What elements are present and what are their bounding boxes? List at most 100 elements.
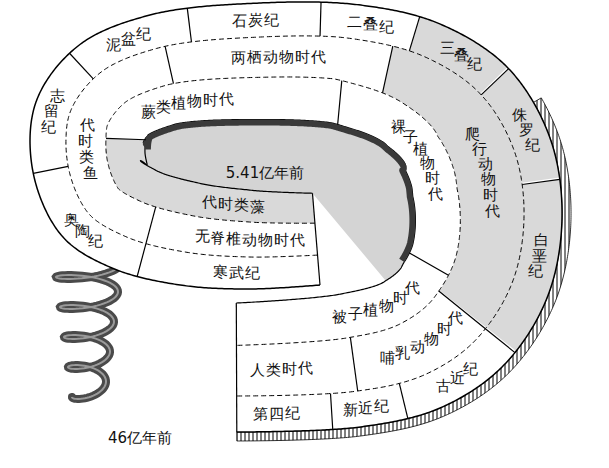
segment-divider bbox=[165, 46, 173, 83]
animal-age-segment: 爬行动物时代 bbox=[463, 124, 503, 221]
text-glyph: 代 bbox=[311, 49, 326, 64]
text-glyph: 纪 bbox=[285, 406, 300, 421]
text-glyph: 新 bbox=[343, 403, 358, 418]
period-segment: 奥陶纪 bbox=[61, 210, 105, 251]
segment-divider bbox=[481, 69, 508, 95]
segment-divider bbox=[399, 383, 408, 418]
text-glyph: 纪 bbox=[264, 12, 279, 27]
text-glyph: 留 bbox=[44, 104, 59, 119]
text-glyph: 盆 bbox=[121, 32, 136, 47]
text-glyph: 炭 bbox=[248, 13, 263, 28]
text-glyph: 行 bbox=[472, 141, 487, 156]
text-glyph: 四 bbox=[269, 406, 284, 421]
segment-divider bbox=[146, 207, 156, 244]
text-glyph: 物 bbox=[258, 232, 273, 247]
segment-divider bbox=[331, 394, 333, 430]
text-glyph: 近 bbox=[358, 400, 373, 415]
text-glyph: 植 bbox=[171, 96, 186, 111]
period-segment: 寒武纪 bbox=[210, 262, 262, 283]
text-glyph: 陶 bbox=[75, 224, 90, 239]
segment-divider bbox=[33, 166, 68, 173]
text-glyph: 动 bbox=[242, 232, 257, 247]
text-glyph: 时 bbox=[295, 49, 310, 64]
period-segment: 泥盆纪 bbox=[104, 24, 154, 55]
band-text: 藻类时代 bbox=[200, 192, 268, 217]
plant-age-segment: 裸子植物时代 bbox=[388, 117, 445, 205]
text-glyph: 叠 bbox=[454, 48, 469, 63]
text-glyph: 藻 bbox=[250, 199, 265, 214]
band-text: 无脊椎动物时代 bbox=[192, 226, 308, 250]
period-segment: 新近纪 bbox=[340, 396, 392, 421]
text-glyph: 纪 bbox=[379, 19, 394, 34]
text-glyph: 动 bbox=[410, 339, 425, 354]
text-glyph: 代 bbox=[298, 361, 313, 376]
segment-divider bbox=[236, 303, 238, 432]
band-text: 哺乳动物时代 bbox=[377, 308, 465, 368]
text-glyph: 时 bbox=[483, 188, 498, 203]
animal-age-segment: 两栖动物时代 bbox=[229, 47, 329, 68]
text-glyph: 时 bbox=[274, 232, 289, 247]
text-glyph: 叠 bbox=[363, 16, 378, 31]
band-fill bbox=[236, 337, 357, 396]
animal-age-segment: 无脊椎动物时代 bbox=[192, 226, 308, 250]
segment-divider bbox=[187, 8, 191, 42]
text-glyph: 罗 bbox=[519, 122, 534, 137]
band-text: 石炭纪 bbox=[230, 10, 282, 31]
segment-divider bbox=[338, 81, 342, 125]
text-glyph: 垩 bbox=[532, 248, 547, 263]
band-text: 第四纪 bbox=[250, 403, 302, 424]
text-glyph: 代 bbox=[290, 232, 305, 247]
band-fill bbox=[106, 138, 315, 223]
text-glyph: 纪 bbox=[245, 266, 260, 281]
text-glyph: 动 bbox=[263, 49, 278, 64]
band-text: 被子植物时代 bbox=[330, 278, 423, 326]
text-glyph: 椎 bbox=[226, 231, 241, 246]
text-glyph: 物 bbox=[379, 298, 394, 313]
segment-divider bbox=[485, 329, 515, 353]
segment-divider bbox=[383, 46, 393, 93]
text-glyph: 人 bbox=[250, 363, 265, 378]
band-text: 奥陶纪 bbox=[61, 210, 105, 251]
text-glyph: 类 bbox=[266, 362, 281, 377]
text-glyph: 物 bbox=[420, 156, 435, 171]
text-glyph: 代 bbox=[448, 311, 463, 326]
animal-age-segment: 哺乳动物时代 bbox=[377, 308, 465, 368]
period-segment: 第四纪 bbox=[250, 403, 302, 424]
dashed-band-line bbox=[106, 77, 461, 345]
band-text: 爬行动物时代 bbox=[463, 124, 503, 221]
inner-wall bbox=[146, 123, 413, 261]
band-text: 两栖动物时代 bbox=[229, 47, 329, 68]
segment-divider bbox=[312, 193, 320, 285]
band-fill bbox=[106, 77, 340, 143]
band-text: 新近纪 bbox=[340, 396, 392, 421]
text-glyph: 白 bbox=[534, 232, 549, 247]
coil-tail bbox=[56, 262, 122, 399]
text-glyph: 第 bbox=[253, 406, 268, 421]
text-glyph: 二 bbox=[347, 14, 362, 29]
band-text: 蕨类植物时代 bbox=[138, 89, 236, 122]
text-glyph: 类 bbox=[234, 198, 249, 213]
text-glyph: 代 bbox=[428, 187, 443, 202]
band-fill bbox=[338, 81, 461, 275]
band-text: 人类时代 bbox=[247, 358, 315, 380]
text-glyph: 无 bbox=[195, 228, 210, 243]
time-label: 46亿年前 bbox=[108, 430, 172, 447]
band-text: 侏罗纪 bbox=[509, 105, 542, 154]
segment-divider bbox=[319, 2, 321, 36]
animal-age-segment: 人类时代 bbox=[247, 358, 315, 380]
text-glyph: 植 bbox=[363, 303, 378, 318]
coil-highlight bbox=[56, 262, 122, 399]
band-text: 古近纪 bbox=[433, 359, 480, 396]
period-segment: 三叠纪 bbox=[437, 38, 484, 75]
plant-age-segment: 蕨类植物时代 bbox=[138, 89, 236, 122]
text-glyph: 爬 bbox=[465, 127, 480, 142]
text-glyph: 代 bbox=[80, 118, 95, 133]
text-glyph: 类 bbox=[79, 150, 94, 165]
text-glyph: 志 bbox=[50, 89, 65, 104]
text-glyph: 物 bbox=[279, 49, 294, 64]
band-fill bbox=[236, 253, 448, 345]
text-glyph: 纪 bbox=[88, 233, 103, 248]
text-glyph: 栖 bbox=[247, 50, 262, 65]
text-glyph: 哺 bbox=[380, 350, 395, 365]
text-glyph: 代 bbox=[219, 92, 234, 107]
